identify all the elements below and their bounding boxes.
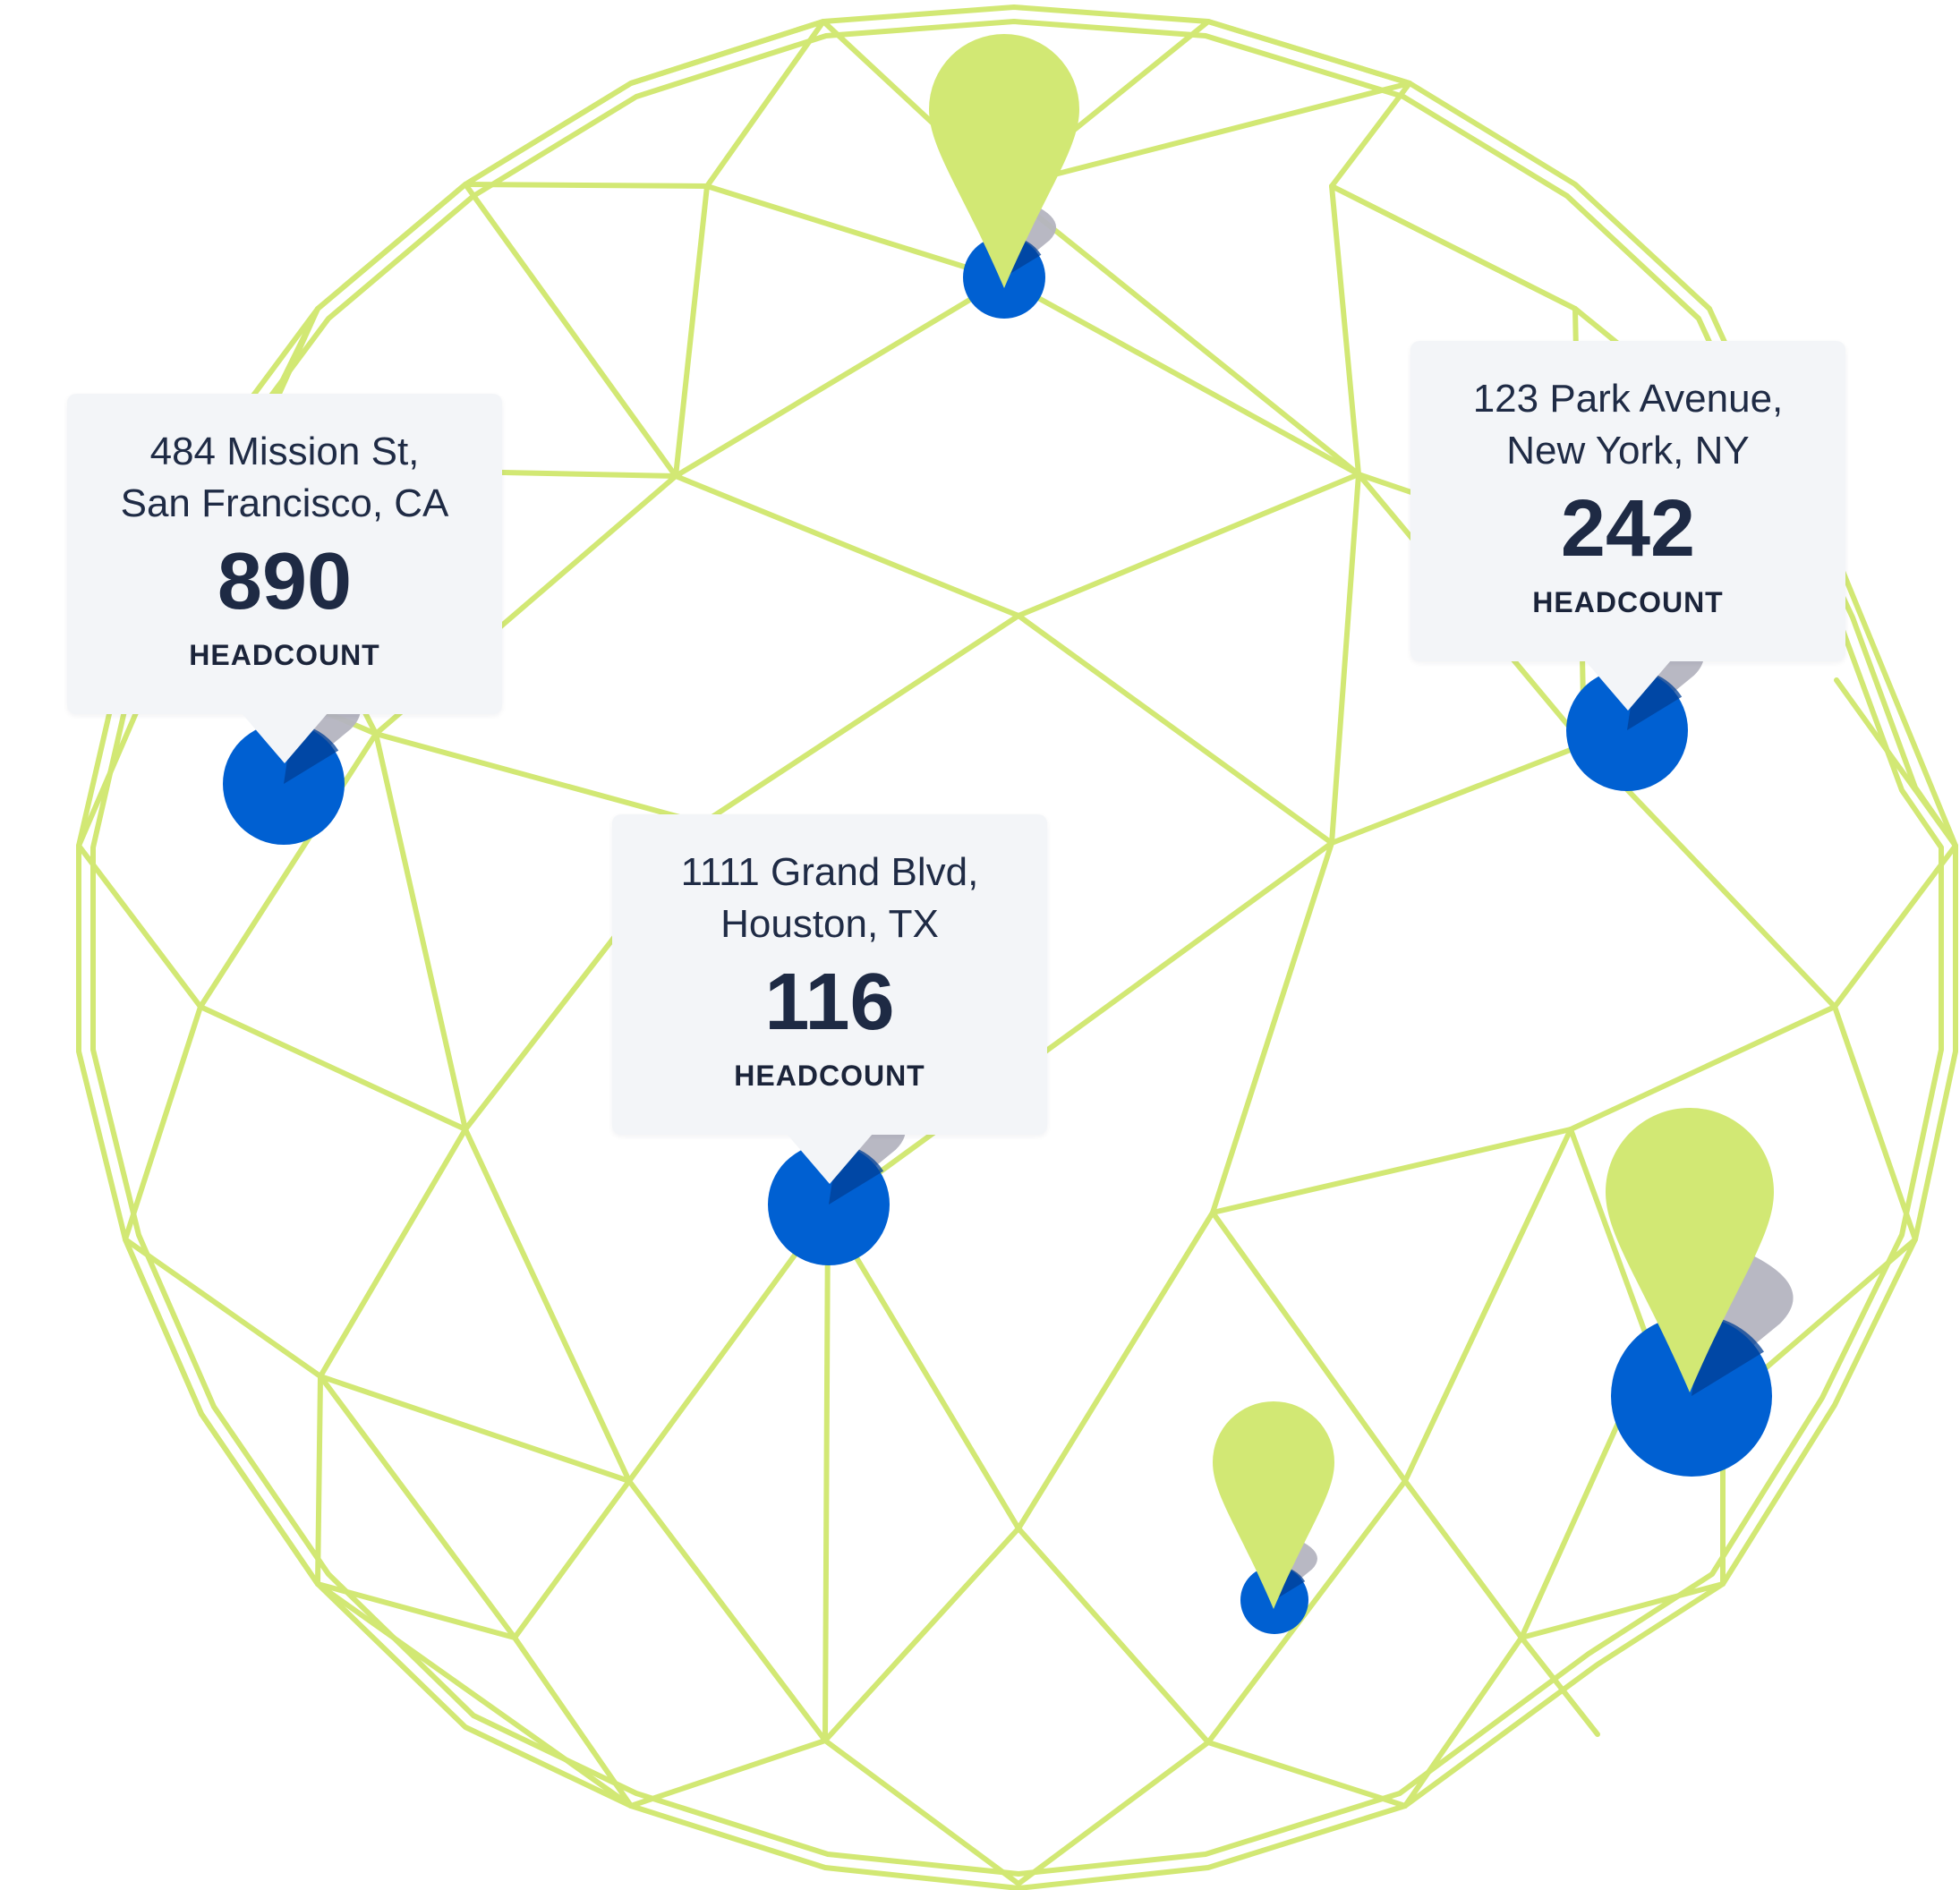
mesh-edge (318, 1374, 632, 1484)
mesh-edge (1402, 1635, 1524, 1809)
mesh-edge (1329, 183, 1361, 477)
mesh-edge (1329, 742, 1587, 846)
mesh-edge (628, 1738, 828, 1809)
mesh-edge (463, 182, 710, 189)
mesh-edge (822, 1738, 1021, 1886)
headcount-label: HEADCOUNT (734, 1060, 925, 1092)
mesh-edge (1832, 1004, 1918, 1242)
mesh-edge (673, 473, 1021, 618)
mesh-edge (1329, 81, 1412, 189)
mesh-edge (1016, 1210, 1215, 1531)
mesh-edge (1568, 1004, 1837, 1132)
mesh-edge (1206, 19, 1412, 86)
mesh-edge (1329, 472, 1361, 846)
mesh-edge (463, 1127, 632, 1484)
mesh-edge (1210, 1210, 1408, 1484)
mesh-edge (626, 1207, 831, 1484)
location-address: 484 Mission St, San Francisco, CA (120, 430, 449, 525)
geodesic-globe-mesh (76, 4, 1958, 1890)
mesh-edge (1016, 613, 1334, 846)
mesh-edge (673, 277, 1007, 479)
mesh-edge (1000, 185, 1361, 477)
mesh-edge (123, 1004, 203, 1242)
mesh-edge (822, 1526, 1021, 1743)
mesh-edge (628, 19, 826, 86)
headcount-label: HEADCOUNT (189, 639, 380, 671)
location-address: 1111 Grand Blvd, Houston, TX (680, 850, 979, 946)
location-marker[interactable] (1566, 624, 1704, 791)
mesh-edge (512, 1478, 632, 1640)
mesh-edge (1834, 677, 1958, 848)
location-card-new-york[interactable]: 123 Park Avenue, New York, NY 242 HEADCO… (1410, 341, 1845, 711)
map-pin-icon[interactable] (1606, 1108, 1774, 1392)
headcount-value: 116 (764, 958, 895, 1047)
mesh-edge (315, 1374, 323, 1587)
location-address: 123 Park Avenue, New York, NY (1472, 377, 1784, 472)
mesh-edge (1206, 1478, 1408, 1745)
map-pin-icon[interactable] (929, 34, 1079, 288)
mesh-edge (825, 840, 1334, 1213)
mesh-edge (1016, 472, 1361, 618)
mesh-edge (123, 1237, 323, 1379)
mesh-edge (700, 613, 1021, 826)
mesh-edge (373, 731, 705, 826)
mesh-edge (315, 1581, 634, 1809)
headcount-value: 890 (217, 537, 353, 626)
headcount-label: HEADCOUNT (1532, 586, 1724, 618)
mesh-edge (704, 183, 1007, 282)
location-card-san-francisco[interactable]: 484 Mission St, San Francisco, CA 890 HE… (67, 394, 502, 763)
headcount-value: 242 (1560, 484, 1696, 574)
mesh-edge (1568, 1127, 1654, 1352)
mesh-edge (822, 1207, 831, 1743)
mesh-edge (373, 731, 468, 1132)
mesh-edge (1519, 1635, 1600, 1737)
mesh-edge (123, 1237, 204, 1417)
map-pin-icon[interactable] (1213, 1401, 1334, 1609)
mesh-edge (512, 1635, 634, 1809)
mesh-edge (1210, 840, 1334, 1215)
mesh-edge (198, 1004, 468, 1132)
mesh-edge (198, 731, 379, 1009)
mesh-edge (673, 183, 710, 479)
mesh-edge (825, 1207, 1021, 1531)
mesh-edge (463, 81, 634, 187)
mesh-edge (1016, 1526, 1211, 1745)
mesh-edge (704, 19, 826, 189)
mesh-edge (463, 182, 678, 479)
mesh-edge (199, 1411, 320, 1587)
mesh-edge (315, 1581, 517, 1640)
mesh-edge (315, 182, 468, 311)
mesh-edge (1210, 1127, 1573, 1215)
mesh-edge (626, 1478, 828, 1743)
mesh-edge (1402, 1478, 1524, 1640)
mesh-edge (76, 843, 203, 1009)
mesh-edge (318, 1127, 468, 1379)
mesh-edge (1832, 843, 1958, 1009)
mesh-edge (318, 1374, 517, 1640)
mesh-edge (1402, 1127, 1573, 1484)
mesh-edge (1001, 277, 1361, 477)
mesh-edge (1016, 1740, 1211, 1886)
mesh-edge (1000, 81, 1412, 191)
mesh-edge (1206, 1740, 1408, 1809)
location-card-houston[interactable]: 1111 Grand Blvd, Houston, TX 116 HEADCOU… (612, 814, 1047, 1184)
mesh-edge (1519, 1581, 1726, 1640)
mesh-edge (1329, 183, 1578, 311)
